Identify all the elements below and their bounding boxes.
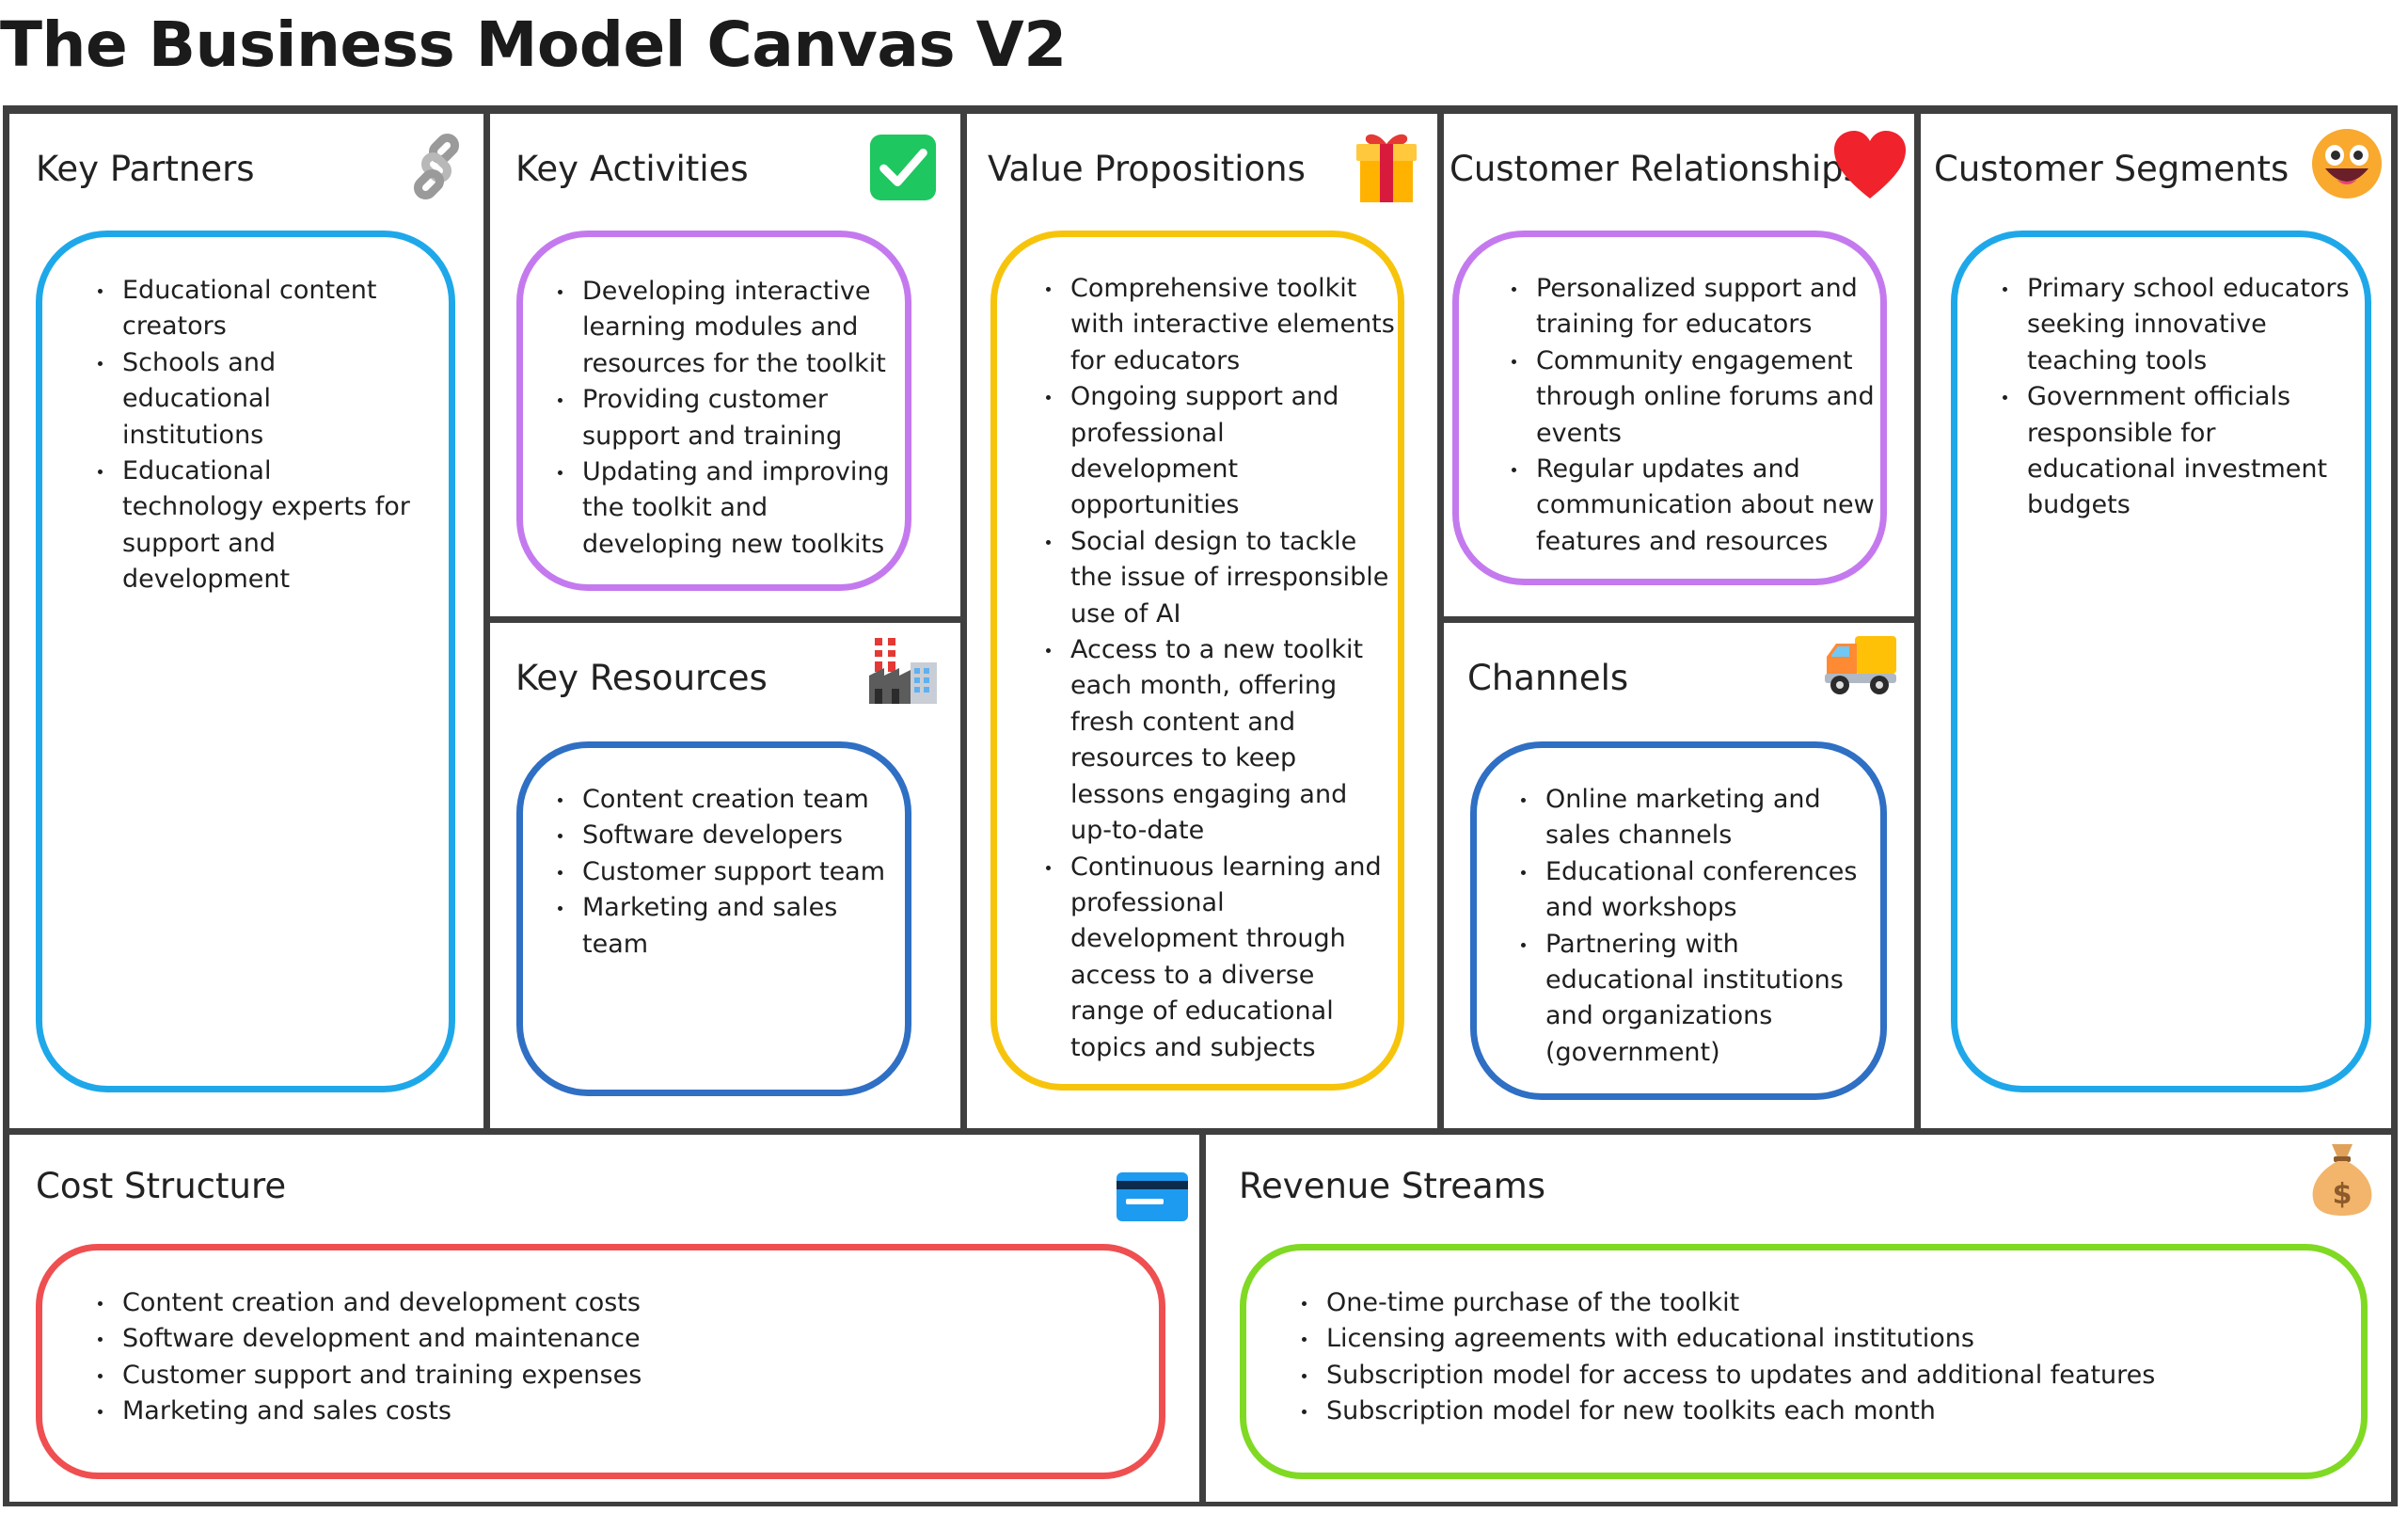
list-item: Educational content creators [94, 273, 414, 345]
list-item: Subscription model for new toolkits each… [1298, 1394, 2239, 1429]
key-activities-block: Key Activities Developing interactive le… [490, 114, 960, 616]
customer-relationships-title: Customer Relationships [1450, 149, 1861, 189]
value-propositions-title: Value Propositions [988, 149, 1306, 189]
money-bag-icon: $ [2309, 1140, 2375, 1218]
key-resources-card: Content creation team Software developer… [516, 741, 911, 1096]
list-item: Content creation and development costs [94, 1285, 1035, 1321]
value-propositions-list: Comprehensive toolkit with interactive e… [1042, 271, 1395, 1066]
revenue-streams-title: Revenue Streams [1239, 1166, 1546, 1206]
key-activities-card: Developing interactive learning modules … [516, 231, 911, 591]
list-item: Customer support team [554, 854, 902, 890]
list-item: Social design to tackle the issue of irr… [1042, 524, 1395, 632]
check-mark-icon [868, 133, 938, 202]
list-item: Updating and improving the toolkit and d… [554, 454, 897, 563]
list-item: Software developers [554, 818, 902, 853]
revenue-streams-block: Revenue Streams $ One-time purchase of t… [1206, 1135, 2391, 1502]
revenue-streams-card: One-time purchase of the toolkit Licensi… [1240, 1244, 2368, 1479]
list-item: Marketing and sales team [554, 890, 902, 963]
list-item: Licensing agreements with educational in… [1298, 1321, 2239, 1357]
list-item: Government officials responsible for edu… [1999, 379, 2366, 524]
factory-icon [867, 634, 939, 706]
delivery-truck-icon [1823, 632, 1898, 698]
key-partners-list: Educational content creators Schools and… [94, 273, 414, 598]
cost-structure-block: Cost Structure Content creation and deve… [9, 1135, 1199, 1502]
key-resources-list: Content creation team Software developer… [554, 782, 902, 963]
cost-structure-title: Cost Structure [36, 1166, 287, 1206]
key-partners-card: Educational content creators Schools and… [36, 231, 455, 1092]
key-partners-block: Key Partners Educational content creator… [9, 114, 483, 1128]
list-item: Online marketing and sales channels [1517, 782, 1879, 854]
list-item: Educational technology experts for suppo… [94, 454, 414, 598]
list-item: Subscription model for access to updates… [1298, 1358, 2239, 1394]
list-item: Customer support and training expenses [94, 1358, 1035, 1394]
list-item: Ongoing support and professional develop… [1042, 379, 1395, 524]
key-activities-title: Key Activities [515, 149, 749, 189]
list-item: Access to a new toolkit each month, offe… [1042, 632, 1395, 849]
value-propositions-card: Comprehensive toolkit with interactive e… [990, 231, 1404, 1091]
list-item: Marketing and sales costs [94, 1394, 1035, 1429]
customer-relationships-list: Personalized support and training for ed… [1508, 271, 1884, 560]
list-item: Community engagement through online foru… [1508, 343, 1884, 452]
list-item: Personalized support and training for ed… [1508, 271, 1884, 343]
list-item: Schools and educational institutions [94, 345, 414, 454]
list-item: Educational conferences and workshops [1517, 854, 1879, 927]
svg-text:$: $ [2333, 1178, 2353, 1211]
customer-segments-block: Customer Segments Primary school educato… [1921, 114, 2391, 1128]
channels-block: Channels Online marketing and sales chan… [1444, 623, 1914, 1128]
list-item: Regular updates and communication about … [1508, 452, 1884, 560]
revenue-streams-list: One-time purchase of the toolkit Licensi… [1298, 1285, 2239, 1430]
customer-relationships-card: Personalized support and training for ed… [1452, 231, 1887, 585]
channels-card: Online marketing and sales channels Educ… [1470, 741, 1887, 1100]
cost-structure-card: Content creation and development costs S… [36, 1244, 1165, 1479]
customer-segments-card: Primary school educators seeking innovat… [1951, 231, 2371, 1092]
cost-structure-list: Content creation and development costs S… [94, 1285, 1035, 1430]
list-item: One-time purchase of the toolkit [1298, 1285, 2239, 1321]
list-item: Content creation team [554, 782, 902, 818]
channels-list: Online marketing and sales channels Educ… [1517, 782, 1879, 1071]
list-item: Providing customer support and training [554, 382, 897, 454]
value-propositions-block: Value Propositions Comprehensive toolkit… [967, 114, 1437, 1128]
list-item: Developing interactive learning modules … [554, 274, 897, 382]
customer-relationships-block: Customer Relationships Personalized supp… [1444, 114, 1914, 616]
list-item: Comprehensive toolkit with interactive e… [1042, 271, 1395, 379]
link-icon [404, 131, 476, 202]
business-model-canvas: Key Partners Educational content creator… [3, 105, 2398, 1506]
channels-title: Channels [1467, 658, 1629, 698]
key-resources-block: Key Resources [490, 623, 960, 1128]
customer-segments-list: Primary school educators seeking innovat… [1999, 271, 2366, 524]
list-item: Continuous learning and professional dev… [1042, 850, 1395, 1066]
credit-card-icon [1117, 1172, 1188, 1221]
heart-icon [1832, 129, 1908, 204]
list-item: Primary school educators seeking innovat… [1999, 271, 2366, 379]
page-title: The Business Model Canvas V2 [0, 8, 1067, 81]
list-item: Software development and maintenance [94, 1321, 1035, 1357]
gift-icon [1353, 129, 1420, 204]
grinning-face-icon [2310, 127, 2384, 200]
customer-segments-title: Customer Segments [1934, 149, 2289, 189]
key-partners-title: Key Partners [36, 149, 255, 189]
key-activities-list: Developing interactive learning modules … [554, 274, 897, 563]
key-resources-title: Key Resources [515, 658, 768, 698]
list-item: Partnering with educational institutions… [1517, 927, 1879, 1072]
